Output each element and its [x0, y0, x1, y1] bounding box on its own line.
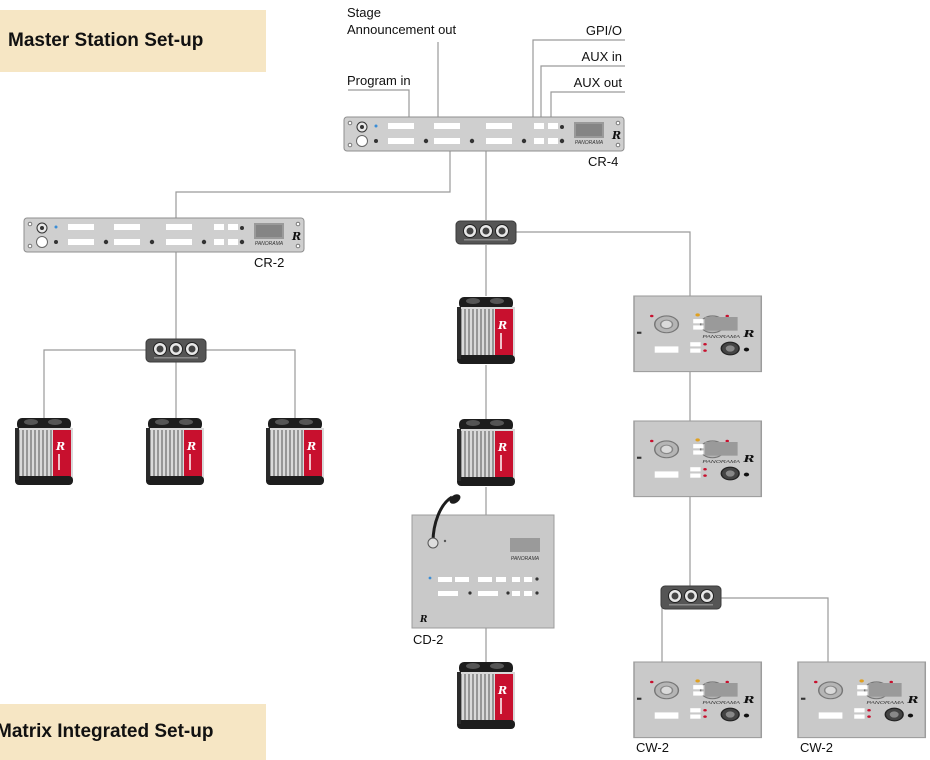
splitter-left [145, 338, 207, 363]
cr4-label: CR-4 [588, 154, 618, 169]
cr2-label: CR-2 [254, 255, 284, 270]
beltpack-3 [265, 417, 325, 486]
stage-label: Stage [347, 5, 381, 20]
aux-in-label: AUX in [582, 49, 622, 64]
master-station-title: Master Station Set-up [8, 30, 204, 51]
connection-lines [43, 39, 829, 662]
cr4-master-station [343, 116, 625, 152]
cw2-panel-a [633, 661, 763, 739]
beltpack-5 [456, 418, 516, 487]
beltpack-1 [14, 417, 74, 486]
gpio-label: GPI/O [586, 23, 622, 38]
splitter-right [660, 585, 722, 610]
beltpack-6 [456, 661, 516, 730]
wall-panel-1 [633, 295, 763, 373]
program-in-label: Program in [347, 73, 411, 88]
beltpack-2 [145, 417, 205, 486]
announcement-out-label: Announcement out [347, 22, 457, 37]
cw2-label-b: CW-2 [800, 740, 833, 755]
cr2-station [23, 217, 305, 253]
matrix-integrated-banner: Matrix Integrated Set-up [0, 704, 266, 760]
aux-out-label: AUX out [574, 75, 623, 90]
matrix-integrated-title: Matrix Integrated Set-up [0, 721, 214, 742]
cd2-brand: PANORAMA [511, 556, 540, 562]
splitter-center [455, 220, 517, 245]
cw2-label-a: CW-2 [636, 740, 669, 755]
cd2-logo: R [419, 615, 428, 625]
beltpack-4 [456, 296, 516, 365]
wall-panel-2 [633, 420, 763, 498]
cd2-desk-station: PANORAMA R [411, 494, 555, 629]
cd2-label: CD-2 [413, 632, 443, 647]
cw2-panel-b [797, 661, 927, 739]
master-station-banner: Master Station Set-up [0, 10, 266, 72]
